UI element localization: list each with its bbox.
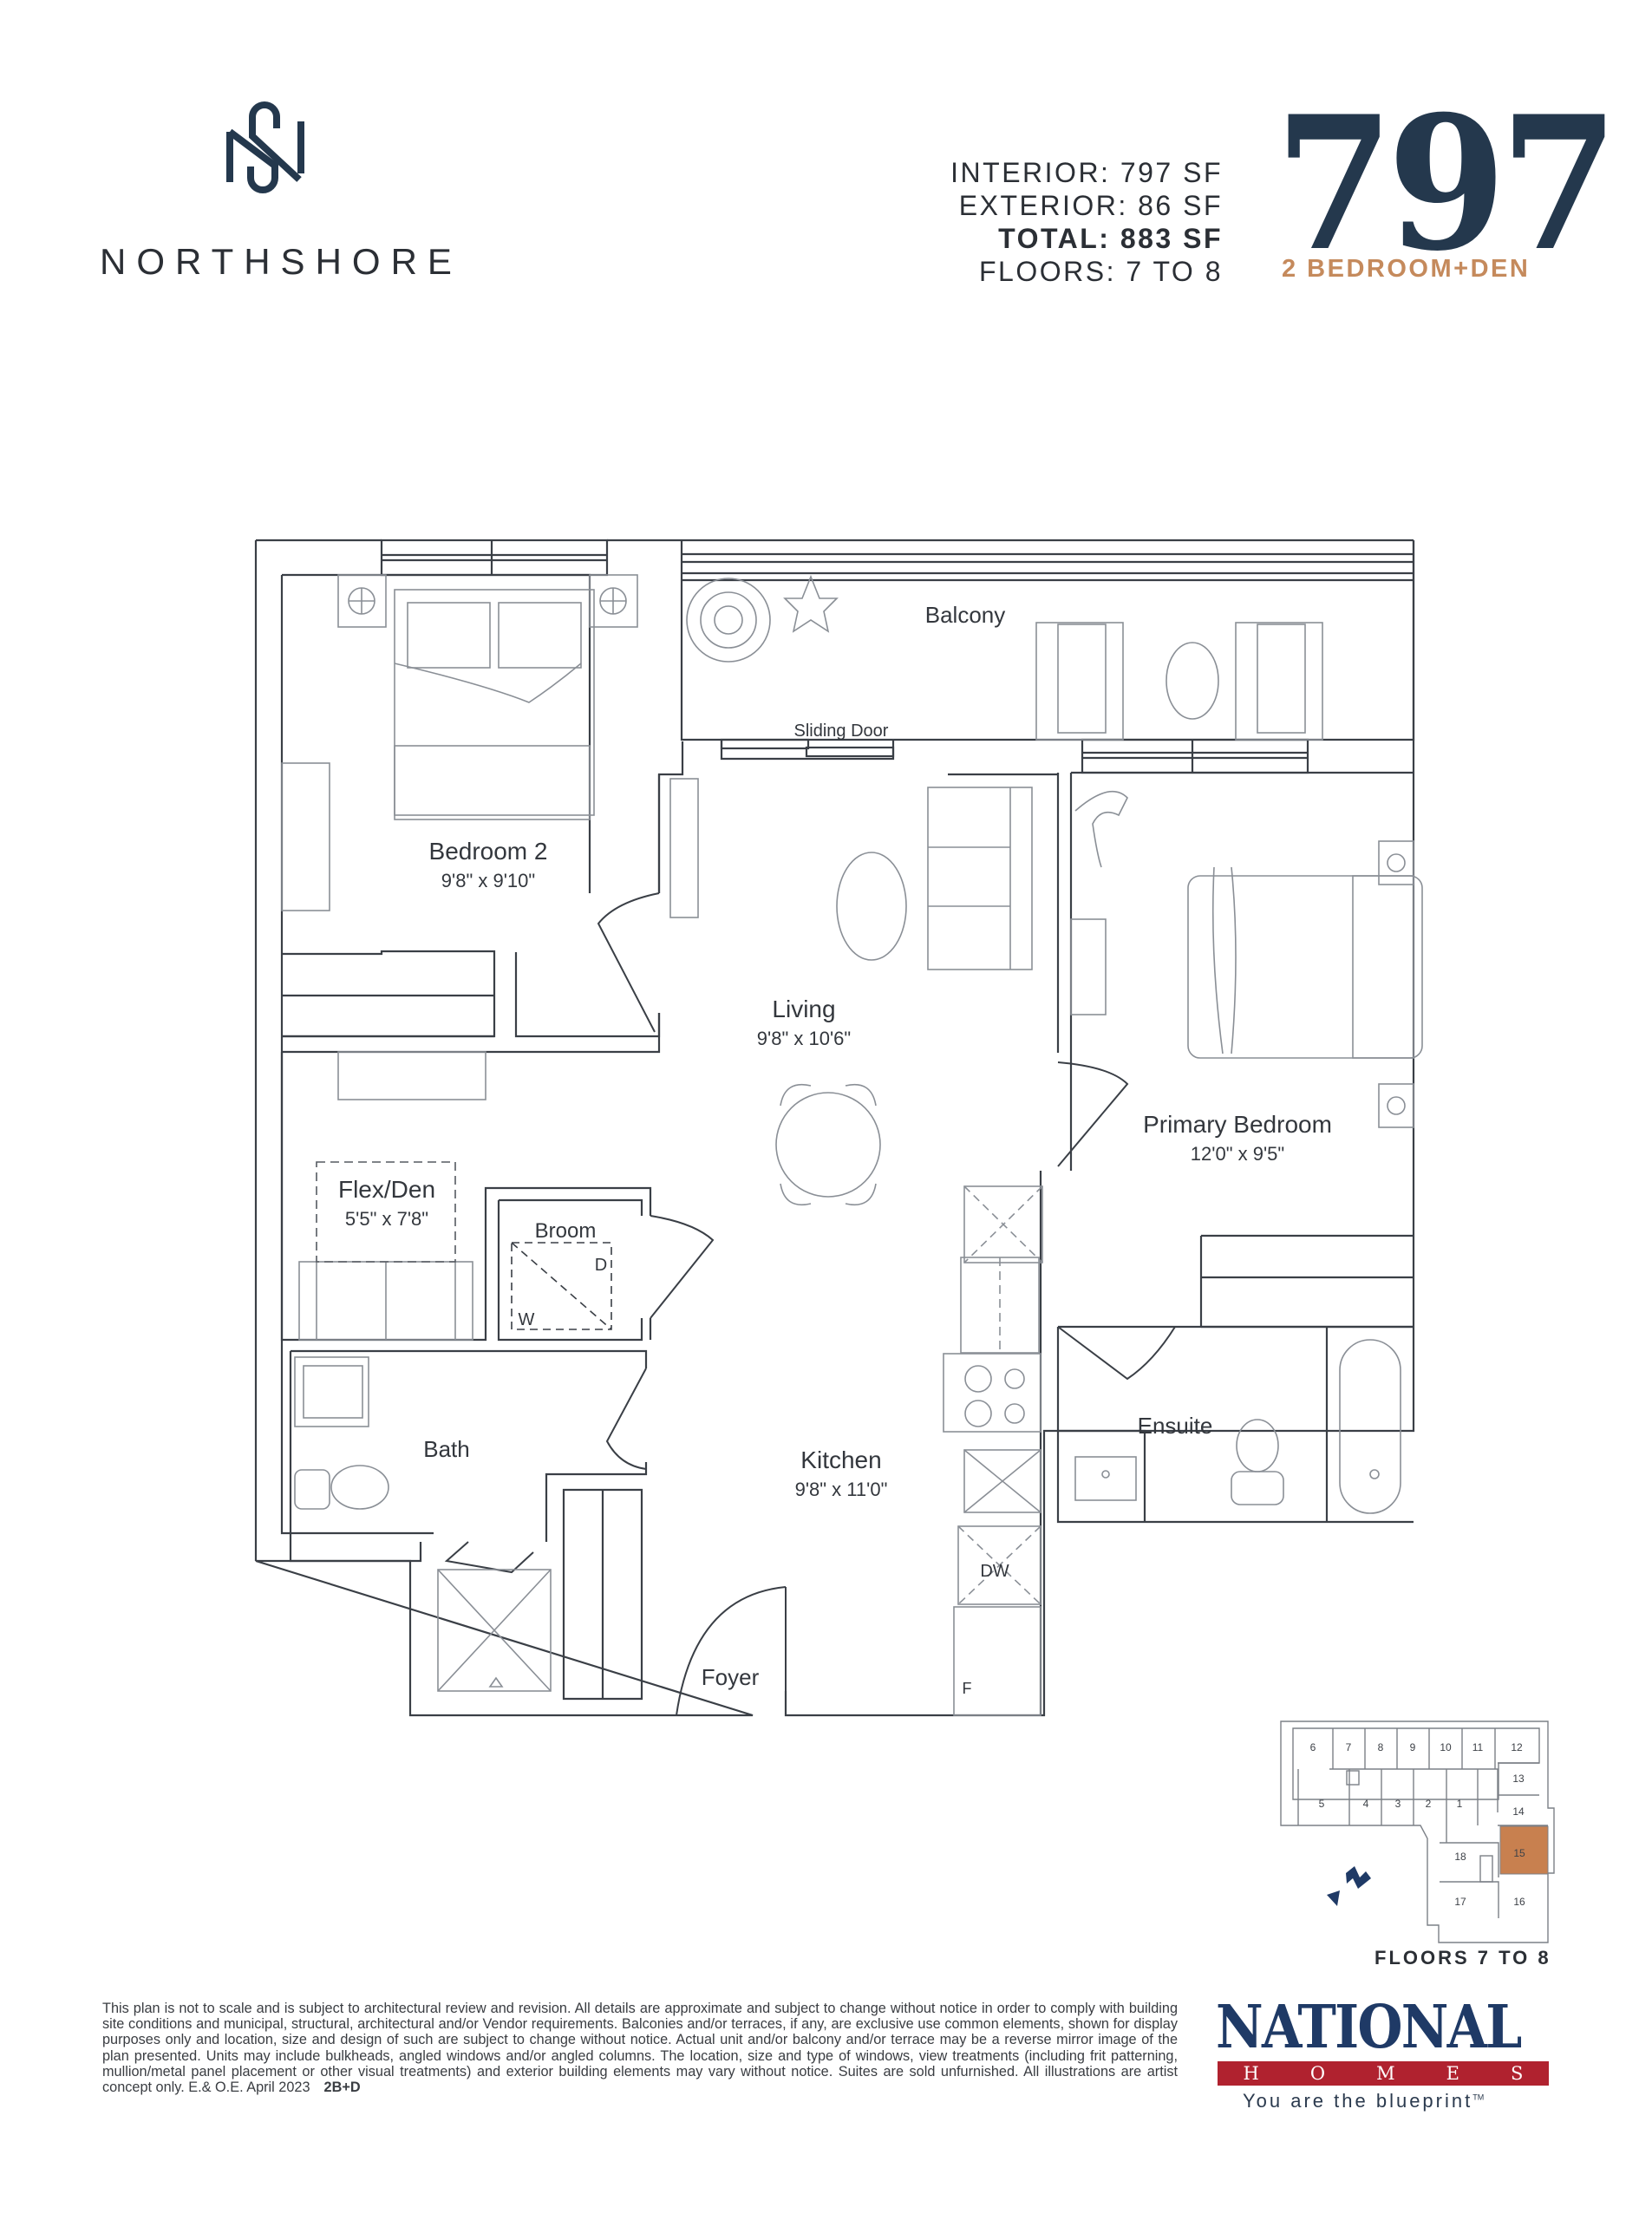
svg-text:18: 18 <box>1454 1851 1466 1863</box>
legal-disclaimer: This plan is not to scale and is subject… <box>102 2001 1178 2095</box>
room-label-flex-den: Flex/Den <box>338 1176 435 1203</box>
svg-text:12: 12 <box>1511 1741 1523 1753</box>
national-homes-logo-bar: H O M E S <box>1218 2061 1549 2086</box>
svg-text:16: 16 <box>1513 1896 1525 1908</box>
room-label-kitchen: Kitchen <box>800 1446 881 1473</box>
room-label-balcony: Balcony <box>925 602 1006 628</box>
room-dim-kitchen: 9'8" x 11'0" <box>795 1479 888 1500</box>
room-label-ensuite: Ensuite <box>1138 1413 1213 1439</box>
doors <box>444 892 1176 1716</box>
key-plan-floors-caption: FLOORS 7 TO 8 <box>1374 1947 1551 1969</box>
svg-text:2: 2 <box>1426 1798 1432 1810</box>
room-dim-primary-bedroom: 12'0" x 9'5" <box>1191 1143 1284 1165</box>
svg-text:14: 14 <box>1512 1805 1525 1818</box>
key-plan-unit-labels: 6 7 8 9 10 11 12 13 14 5 4 3 2 1 15 18 1… <box>1310 1741 1525 1908</box>
nh-letter: H <box>1243 2063 1259 2084</box>
unit-specs: INTERIOR: 797 SF EXTERIOR: 86 SF TOTAL: … <box>950 156 1223 288</box>
disclaimer-text: This plan is not to scale and is subject… <box>102 2001 1178 2096</box>
fridge-label: F <box>963 1680 972 1697</box>
tagline-text: You are the blueprint <box>1243 2090 1473 2112</box>
nh-letter: E <box>1446 2063 1460 2084</box>
washer-label: W <box>519 1310 535 1329</box>
unit-number: 797 <box>1275 75 1619 291</box>
svg-text:9: 9 <box>1410 1741 1416 1753</box>
ns-monogram-icon <box>226 101 304 193</box>
room-dim-bedroom-2: 9'8" x 9'10" <box>441 870 535 891</box>
room-dim-flex-den: 5'5" x 7'8" <box>345 1208 428 1230</box>
key-plan-unit-15-highlight <box>1499 1825 1549 1875</box>
room-labels: Balcony Sliding Door Bedroom 2 9'8" x 9'… <box>338 602 1332 1697</box>
trademark-mark: TM <box>1472 2093 1485 2102</box>
room-label-primary-bedroom: Primary Bedroom <box>1143 1111 1332 1138</box>
room-label-broom: Broom <box>535 1219 597 1243</box>
svg-text:15: 15 <box>1513 1847 1525 1859</box>
key-plan <box>1280 1720 1555 1943</box>
national-homes-tagline: You are the blueprintTM <box>1243 2090 1484 2112</box>
svg-text:7: 7 <box>1346 1741 1352 1753</box>
brand-name: NORTHSHORE <box>100 241 462 282</box>
room-label-foyer: Foyer <box>702 1664 760 1690</box>
svg-text:8: 8 <box>1378 1741 1384 1753</box>
room-label-bedroom-2: Bedroom 2 <box>429 838 548 865</box>
svg-text:3: 3 <box>1395 1798 1401 1810</box>
svg-text:13: 13 <box>1512 1773 1525 1785</box>
sliding-door-label: Sliding Door <box>794 722 889 741</box>
svg-text:1: 1 <box>1457 1798 1463 1810</box>
north-arrow-icon <box>1327 1866 1371 1906</box>
nh-letter: M <box>1376 2063 1395 2084</box>
floors-range: FLOORS: 7 TO 8 <box>978 256 1223 287</box>
total-area: TOTAL: 883 SF <box>998 223 1223 254</box>
svg-text:5: 5 <box>1319 1798 1325 1810</box>
dishwasher-label: DW <box>980 1562 1009 1581</box>
nh-letter: S <box>1511 2063 1524 2084</box>
plan-code: 2B+D <box>323 2080 361 2096</box>
svg-text:11: 11 <box>1472 1741 1484 1753</box>
svg-text:17: 17 <box>1454 1896 1466 1908</box>
svg-text:6: 6 <box>1310 1741 1316 1753</box>
dryer-label: D <box>595 1256 607 1275</box>
unit-type: 2 BEDROOM+DEN <box>1282 255 1531 283</box>
nh-letter: O <box>1309 2063 1326 2084</box>
furniture <box>281 574 1423 1716</box>
room-label-bath: Bath <box>423 1436 470 1462</box>
svg-text:10: 10 <box>1440 1741 1452 1753</box>
walls <box>254 539 1415 1717</box>
interior-area: INTERIOR: 797 SF <box>950 157 1223 188</box>
room-dim-living: 9'8" x 10'6" <box>757 1028 851 1049</box>
exterior-area: EXTERIOR: 86 SF <box>958 190 1223 221</box>
svg-text:4: 4 <box>1363 1798 1369 1810</box>
room-label-living: Living <box>772 996 835 1022</box>
national-homes-logo-word: NATIONAL <box>1216 1993 1522 2062</box>
